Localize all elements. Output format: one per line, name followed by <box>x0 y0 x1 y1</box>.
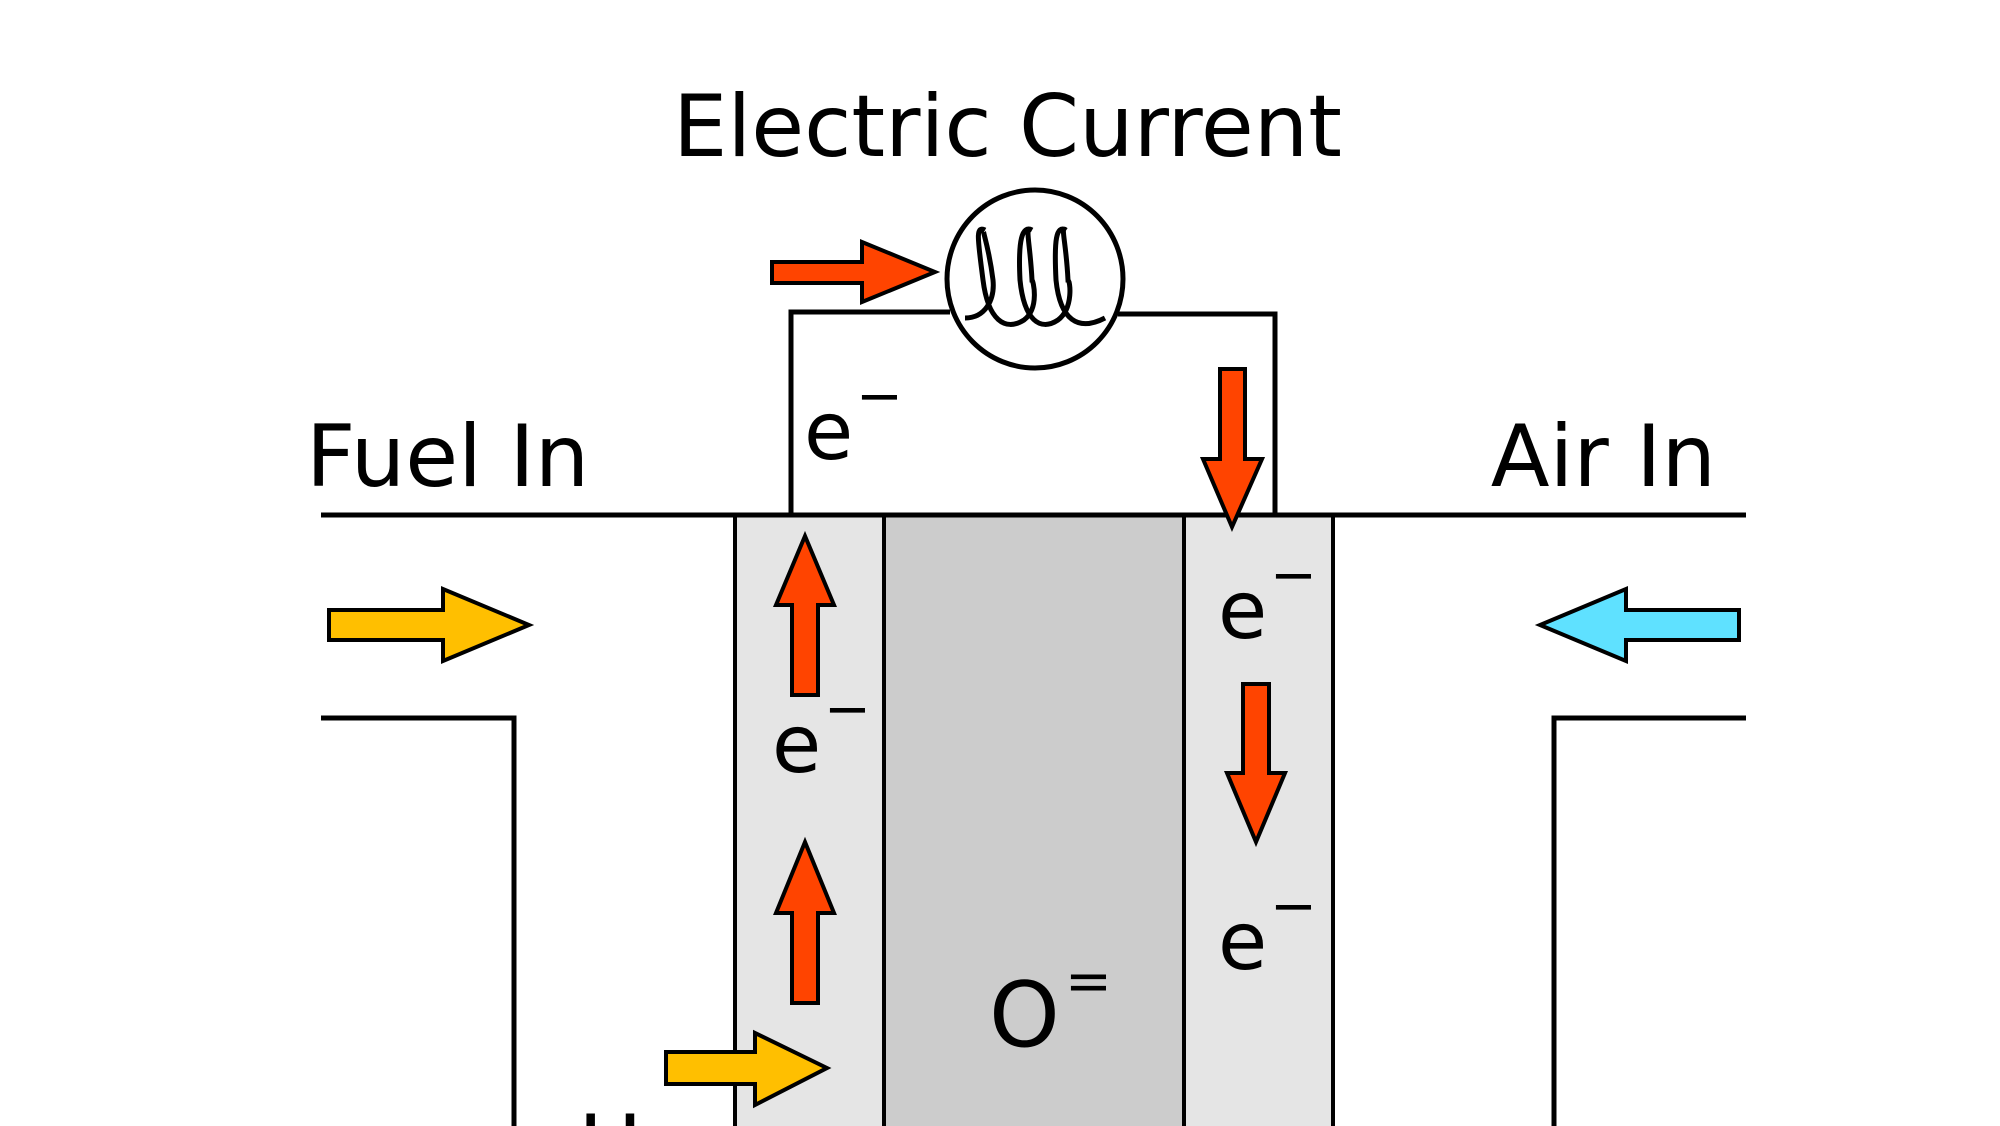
air-channel-wall <box>1551 715 1746 1126</box>
air-in-arrow-icon <box>1534 585 1741 665</box>
svg-text:=: = <box>1065 949 1112 1014</box>
light-bulb-icon <box>944 187 1126 371</box>
electron-label-anode: e − <box>772 677 871 791</box>
fuel-in-label: Fuel In <box>306 407 589 507</box>
cathode-wire-down-arrow-icon <box>1199 367 1266 533</box>
svg-text:e: e <box>804 385 853 478</box>
fuel-in-arrow-icon <box>327 585 535 665</box>
air-in-label: Air In <box>1491 407 1716 507</box>
oxide-ion-label: O = <box>989 949 1112 1068</box>
electron-label-wire: e − <box>804 364 903 478</box>
circuit-wire-left <box>788 309 950 515</box>
diagram-title: Electric Current <box>673 77 1342 177</box>
svg-text:−: − <box>1270 874 1317 939</box>
svg-text:e: e <box>1218 895 1267 988</box>
current-arrow-right-icon <box>770 239 941 305</box>
svg-text:e: e <box>1218 564 1267 657</box>
svg-text:e: e <box>772 698 821 791</box>
anode-up-arrow-1-icon <box>772 530 838 697</box>
svg-text:−: − <box>1270 543 1317 608</box>
circuit-wire-right <box>1118 311 1278 515</box>
fuel-channel-wall <box>321 715 517 1126</box>
electron-label-cathode-bottom: e − <box>1218 874 1317 988</box>
hydrogen-label-partial: H <box>578 1097 643 1126</box>
electrolyte-layer <box>882 513 1186 1126</box>
svg-text:−: − <box>856 364 903 429</box>
electron-label-cathode-top: e − <box>1218 543 1317 657</box>
fuel-to-anode-arrow-icon <box>664 1029 832 1109</box>
anode-up-arrow-2-icon <box>773 836 837 1005</box>
svg-text:O: O <box>989 963 1060 1068</box>
cathode-down-arrow-icon <box>1223 682 1289 848</box>
svg-text:−: − <box>824 677 871 742</box>
